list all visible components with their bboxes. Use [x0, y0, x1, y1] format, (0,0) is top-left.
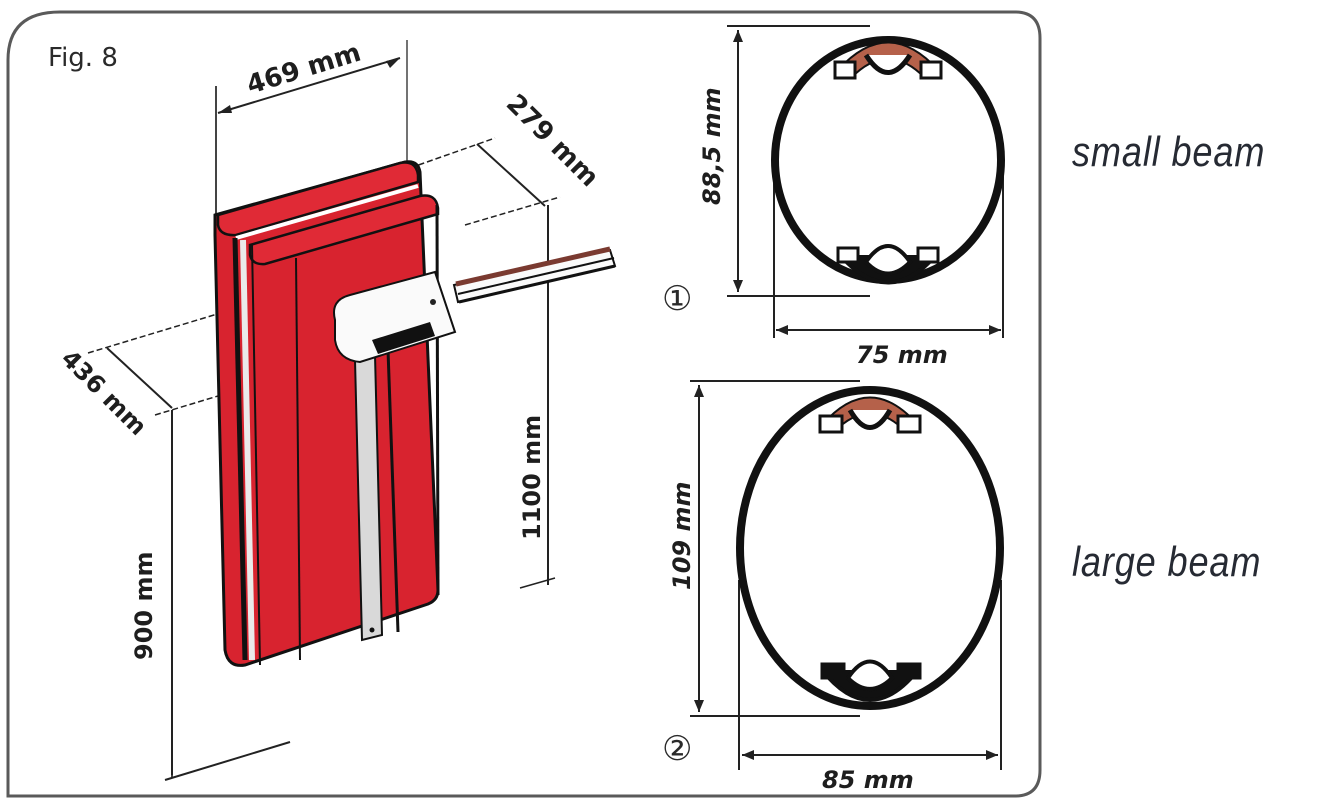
barrier-housing	[87, 40, 617, 781]
large-beam-caption: large beam	[1072, 538, 1262, 585]
large-beam-profile	[690, 380, 1004, 770]
small-beam-width-label: 75 mm	[856, 341, 948, 369]
dim-depth: 279 mm	[500, 89, 604, 193]
small-beam-height-label: 88,5 mm	[698, 87, 726, 205]
figure-label: Fig. 8	[48, 43, 118, 73]
figure-frame	[6, 10, 1042, 798]
dim-arm-axis: 436 mm	[56, 344, 152, 440]
dim-total-height: 1100 mm	[518, 415, 546, 540]
dim-width: 469 mm	[243, 38, 364, 101]
small-beam-marker: ①	[662, 279, 692, 319]
large-beam-height-label: 109 mm	[668, 482, 696, 590]
dim-arm-height: 900 mm	[130, 552, 158, 660]
small-beam-profile	[727, 25, 1005, 338]
large-beam-marker: ②	[662, 729, 692, 769]
large-beam-width-label: 85 mm	[822, 766, 914, 794]
small-beam-caption: small beam	[1072, 128, 1266, 175]
